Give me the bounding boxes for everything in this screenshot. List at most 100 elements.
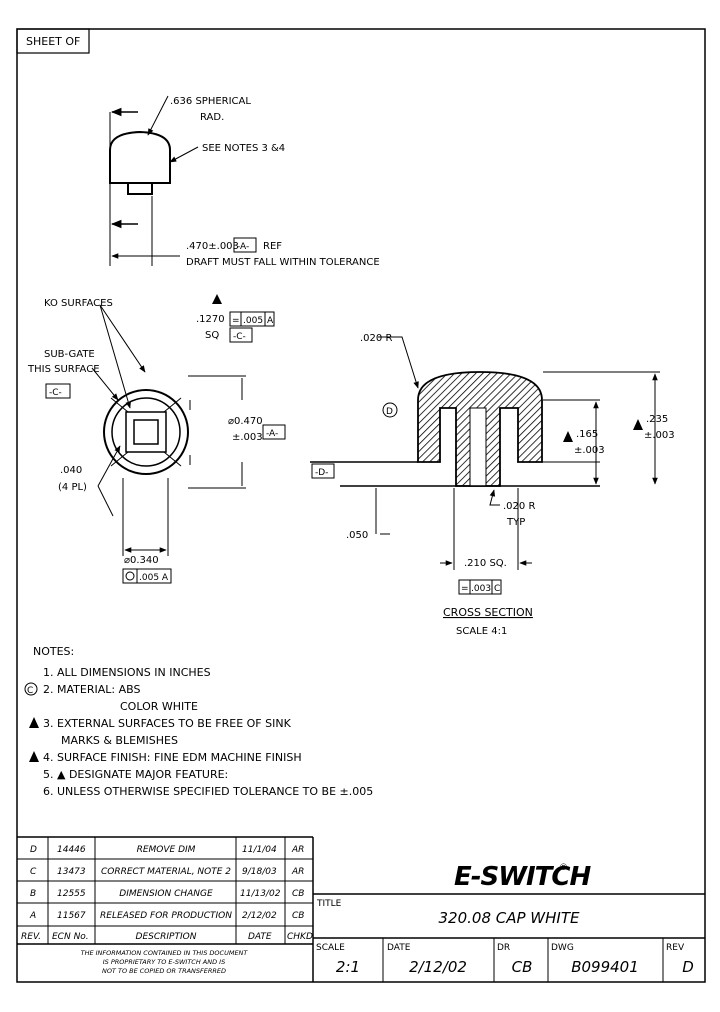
- drawn-by-label: DR: [497, 943, 510, 953]
- scale-label: SCALE: [316, 943, 345, 953]
- sheet-label-box: [16, 28, 90, 54]
- spherical-radius-label-2: RAD.: [200, 112, 224, 123]
- drawing-title: 320.08 CAP WHITE: [439, 909, 580, 927]
- sub-gate-label: SUB-GATE: [44, 349, 95, 360]
- spherical-radius-label: .636 SPHERICAL: [170, 96, 251, 107]
- top-radius-label: .020 R: [360, 333, 392, 344]
- major-feature-triangle-3: [563, 431, 573, 442]
- rev-header-rev: REV.: [21, 932, 41, 942]
- note-2-color: COLOR WHITE: [120, 700, 198, 713]
- notes-heading: NOTES:: [33, 645, 74, 658]
- major-feature-triangle-2: [633, 419, 643, 430]
- company-logo-reg: ®: [559, 863, 568, 873]
- base-diameter: ⌀0.340: [124, 555, 159, 566]
- cross-section-view: .020 R D .235 ±.003 .165 ±.003 -D- .020 …: [310, 333, 675, 637]
- bottom-radius-typ: TYP: [506, 517, 525, 528]
- rev-row-3-date: 11/13/02: [240, 889, 281, 899]
- position-symbol: [125, 571, 135, 581]
- hole-tolerance: .003: [471, 584, 491, 594]
- ko-surfaces-label: KO SURFACES: [44, 298, 113, 309]
- rev-label: REV: [666, 943, 685, 953]
- note-5: 5. ▲ DESIGNATE MAJOR FEATURE:: [43, 768, 228, 781]
- dwg-number: B099401: [571, 958, 639, 976]
- note-d-marker: [382, 402, 398, 418]
- rev-row-4-date: 2/12/02: [242, 911, 277, 921]
- bottom-radius-label: .020 R: [503, 501, 535, 512]
- notes-ref-label: SEE NOTES 3 &4: [202, 143, 285, 154]
- note-4-triangle: [29, 751, 39, 762]
- rev-header-desc: DESCRIPTION: [136, 932, 197, 942]
- rev-row-2-date: 9/18/03: [242, 867, 277, 877]
- note-2-revision-marker: [24, 682, 38, 696]
- square-label: SQ: [205, 330, 219, 341]
- note-1: 1. ALL DIMENSIONS IN INCHES: [43, 666, 211, 679]
- rev-row-3-rev: B: [30, 889, 36, 899]
- rev-header-date: DATE: [248, 932, 272, 942]
- small-dimension-note: (4 PL): [58, 482, 87, 493]
- proprietary-line-1: THE INFORMATION CONTAINED IN THIS DOCUME…: [81, 949, 249, 957]
- draft-note: DRAFT MUST FALL WITHIN TOLERANCE: [186, 257, 380, 268]
- datum-d-label: -D-: [315, 468, 328, 478]
- note-3-triangle: [29, 717, 39, 728]
- rev-row-2-rev: C: [30, 867, 37, 877]
- note-4: 4. SURFACE FINISH: FINE EDM MACHINE FINI…: [43, 751, 302, 764]
- sq-tolerance: .005: [243, 316, 263, 326]
- title-block: E-SWITCH ® TITLE 320.08 CAP WHITE SCALE …: [313, 862, 705, 982]
- hole-tolerance-symbol: =: [461, 584, 469, 594]
- note-3-cont: MARKS & BLEMISHES: [61, 734, 178, 747]
- square-dimension: .1270: [196, 314, 225, 325]
- dwg-label: DWG: [551, 943, 574, 953]
- note-2-marker-letter: C: [27, 686, 33, 696]
- rev-header-by: CHKD: [287, 932, 313, 942]
- depth-dimension: .050: [346, 530, 368, 541]
- sq-tolerance-symbol: =: [232, 316, 240, 326]
- notes-block: NOTES: 1. ALL DIMENSIONS IN INCHES C 2. …: [24, 645, 373, 798]
- proprietary-line-2: IS PROPRIETARY TO E-SWITCH AND IS: [103, 958, 225, 966]
- note-d-letter: D: [386, 407, 393, 417]
- rev-row-4-by: CB: [292, 911, 304, 921]
- rev-row-4-desc: RELEASED FOR PRODUCTION: [100, 911, 232, 921]
- total-height-dimension: .235: [646, 414, 668, 425]
- datum-a-label: -A-: [237, 242, 249, 252]
- small-dimension: .040: [60, 465, 82, 476]
- rev-row-1-ecn: 14446: [57, 845, 86, 855]
- rev-row-3-by: CB: [292, 889, 304, 899]
- bottom-view: KO SURFACES SUB-GATE THIS SURFACE -C- .1…: [27, 294, 286, 584]
- note-3: 3. EXTERNAL SURFACES TO BE FREE OF SINK: [43, 717, 292, 730]
- major-feature-triangle: [212, 294, 222, 304]
- total-height-tolerance: ±.003: [644, 430, 675, 441]
- sub-gate-surface-label: THIS SURFACE: [27, 364, 100, 375]
- rev-row-4-ecn: 11567: [57, 911, 86, 921]
- rev-row-4-rev: A: [29, 911, 36, 921]
- hole-dimension: .210 SQ.: [464, 558, 507, 569]
- diameter-tolerance: ±.003: [232, 432, 263, 443]
- scale-value: 2:1: [336, 958, 360, 976]
- rev-row-3-ecn: 12555: [57, 889, 86, 899]
- cross-section-title: CROSS SECTION: [443, 606, 533, 619]
- rev-row-1-by: AR: [291, 845, 304, 855]
- sheet-label: SHEET OF: [26, 35, 80, 48]
- inner-height-tolerance: ±.003: [574, 445, 605, 456]
- rev-row-1-rev: D: [30, 845, 37, 855]
- cross-section-scale: SCALE 4:1: [456, 626, 507, 637]
- rev-header-ecn: ECN No.: [52, 932, 89, 942]
- side-view: .636 SPHERICAL RAD. SEE NOTES 3 &4 .470±…: [109, 95, 380, 268]
- sq-datum-c: -C-: [233, 332, 246, 342]
- inner-height-dimension: .165: [576, 429, 598, 440]
- date-value: 2/12/02: [409, 958, 467, 976]
- date-label: DATE: [387, 943, 411, 953]
- rev-row-2-ecn: 13473: [57, 867, 86, 877]
- rev-row-1-date: 11/1/04: [242, 845, 277, 855]
- diameter-datum-a: -A-: [266, 429, 278, 439]
- ref-label: REF: [263, 241, 282, 252]
- drawing-border: [16, 28, 706, 983]
- rev-row-2-desc: CORRECT MATERIAL, NOTE 2: [101, 867, 231, 877]
- hole-tolerance-datum: C: [494, 584, 500, 594]
- rev-row-2-by: AR: [291, 867, 304, 877]
- revision-table: D 14446 REMOVE DIM 11/1/04 AR C 13473 CO…: [17, 836, 314, 982]
- proprietary-line-3: NOT TO BE COPIED OR TRANSFERRED: [102, 967, 226, 975]
- note-6: 6. UNLESS OTHERWISE SPECIFIED TOLERANCE …: [43, 785, 373, 798]
- diameter-dimension: ⌀0.470: [228, 416, 263, 427]
- rev-value: D: [682, 958, 694, 976]
